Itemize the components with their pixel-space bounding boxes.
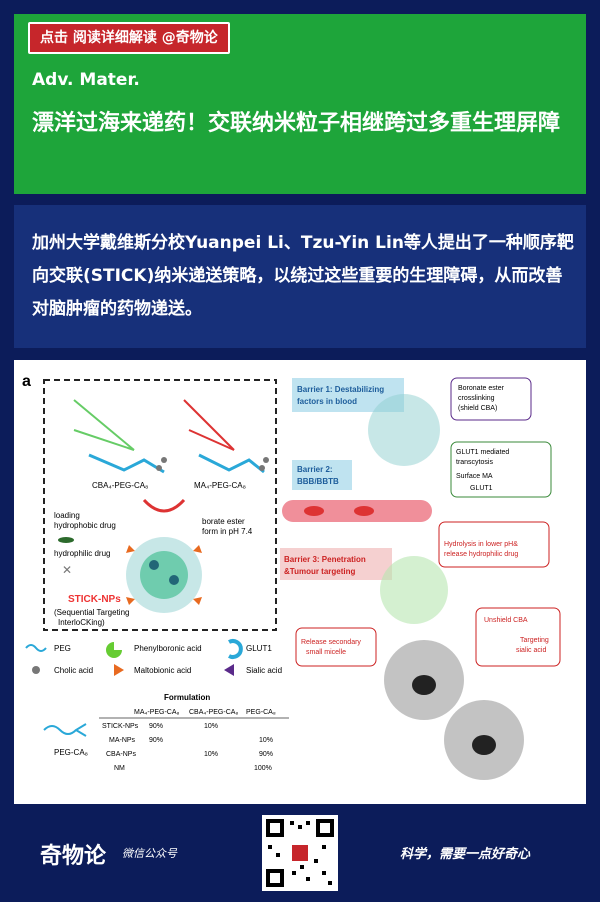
hydrophilic-label: hydrophilic drug xyxy=(54,549,110,558)
form-row-2-peg: 90% xyxy=(259,751,273,758)
hydro-b: release hydrophilic drug xyxy=(444,551,518,558)
phenylboronic-icon xyxy=(106,642,122,658)
reaction-arrow xyxy=(142,498,186,513)
release-a: Release secondary xyxy=(301,639,361,646)
glut1-label: GLUT1 xyxy=(470,485,493,492)
barrier2-b: BBB/BBTB xyxy=(297,477,339,486)
barrier3-a: Barrier 3: Penetration xyxy=(284,555,366,564)
barrier3-box xyxy=(280,548,392,580)
form-row-0-name: STICK-NPs xyxy=(102,723,139,730)
unshield-box xyxy=(475,607,561,667)
footer-sub: 微信公众号 xyxy=(122,847,177,860)
form-row-1-name: MA-NPs xyxy=(109,737,136,744)
barrier1-a: Barrier 1: Destabilizing xyxy=(297,385,384,394)
ma-peg-label: MA₄-PEG-CA₈ xyxy=(194,481,246,490)
barrier2-a: Barrier 2: xyxy=(297,465,333,474)
legend-glut: GLUT1 xyxy=(246,644,272,653)
hydrophobic-drug-icon xyxy=(58,537,74,543)
article-title: 漂洋过海来递药！交联纳米粒子相继跨过多重生理屏障 xyxy=(32,111,561,136)
form-row-2-cba: 10% xyxy=(204,751,218,758)
form-row-0-ma: 90% xyxy=(149,723,163,730)
abstract-box: 加州大学戴维斯分校Yuanpei Li、Tzu-Yin Lin等人提出了一种顺序… xyxy=(14,205,586,348)
stick-full-a: (Sequential Targeting xyxy=(54,608,129,617)
form-row-0-cba: 10% xyxy=(204,723,218,730)
np-tissue-icon xyxy=(380,556,448,624)
hydrophilic-drug-icon: ✕ xyxy=(62,563,72,577)
legend-cholic: Cholic acid xyxy=(54,666,93,675)
peg-ca-label: PEG-CA₈ xyxy=(54,748,88,757)
legend-phenyl: Phenylboronic acid xyxy=(134,644,202,653)
borate-label-1: borate ester xyxy=(202,517,245,526)
barrier1-b: factors in blood xyxy=(297,397,357,406)
barrier3-b: &Tumour targeting xyxy=(284,567,356,576)
form-header-ma: MA₄-PEG-CA₈ xyxy=(134,709,180,716)
unshield-label: Unshield CBA xyxy=(484,617,528,624)
abstract-text: 加州大学戴维斯分校Yuanpei Li、Tzu-Yin Lin等人提出了一种顺序… xyxy=(32,233,574,319)
form-header-cba: CBA₄-PEG-CA₈ xyxy=(189,709,238,716)
stick-nanoparticle-icon xyxy=(126,537,202,613)
journal-name: Adv. Mater. xyxy=(32,70,140,90)
boronate-2: crosslinking xyxy=(458,395,495,402)
np-blood-icon xyxy=(368,394,440,466)
glut-box xyxy=(450,441,552,498)
form-header-peg: PEG-CA₈ xyxy=(246,709,276,716)
release-b: small micelle xyxy=(306,649,346,656)
release-box xyxy=(295,627,377,667)
synthesis-box xyxy=(43,379,277,631)
form-row-1-ma: 90% xyxy=(149,737,163,744)
form-row-3-peg: 100% xyxy=(254,765,272,772)
glut-b: transcytosis xyxy=(456,459,493,466)
maltobionic-icon xyxy=(114,664,124,676)
targeting-a: Targeting xyxy=(520,637,549,644)
targeting-b: sialic acid xyxy=(516,647,546,654)
footer-bar: 奇物论 微信公众号 科学，需要一点好奇心 xyxy=(0,805,600,902)
sialic-icon xyxy=(224,664,234,676)
footer-slogan: 科学，需要一点好奇心 xyxy=(400,847,531,862)
peg-ca-icon xyxy=(43,723,87,737)
form-row-3-name: NM xyxy=(114,765,125,772)
stick-nps-label: STICK-NPs xyxy=(68,594,121,605)
panel-label: a xyxy=(22,373,31,390)
form-row-2-name: CBA-NPs xyxy=(106,751,136,758)
barrier2-box xyxy=(292,460,352,490)
figure-illustration: a CBA₄-PEG-CA₈ MA₄-PEG-CA₈ loading hydro… xyxy=(22,373,561,780)
cholic-acid-icon xyxy=(32,666,40,674)
read-more-tag[interactable]: 点击 阅读详细解读 @奇物论 xyxy=(28,22,230,54)
cba-peg-label: CBA₄-PEG-CA₈ xyxy=(92,481,148,490)
stick-full-b: InterloCKing) xyxy=(58,618,105,627)
peg-icon xyxy=(25,644,47,652)
hydrophobic-label: hydrophobic drug xyxy=(54,521,116,530)
glut1-icon xyxy=(228,639,243,659)
cba-polymer-icon xyxy=(73,399,167,474)
form-row-1-peg: 10% xyxy=(259,737,273,744)
loading-label: loading xyxy=(54,511,80,520)
ma-polymer-icon xyxy=(183,399,269,474)
surface-ma: Surface MA xyxy=(456,473,493,480)
borate-label-2: form in pH 7.4 xyxy=(202,527,253,536)
legend-sialic: Sialic acid xyxy=(246,666,282,675)
boronate-1: Boronate ester xyxy=(458,385,505,392)
boronate-3: (shield CBA) xyxy=(458,405,497,412)
header-banner: 点击 阅读详细解读 @奇物论 Adv. Mater. 漂洋过海来递药！交联纳米粒… xyxy=(14,14,586,194)
footer-brand: 奇物论 xyxy=(40,843,107,869)
figure-panel: a CBA₄-PEG-CA₈ MA₄-PEG-CA₈ loading hydro… xyxy=(14,360,586,804)
hydrolysis-box xyxy=(438,521,550,568)
formulation-title: Formulation xyxy=(164,693,210,702)
legend-malto: Maltobionic acid xyxy=(134,666,191,675)
hydro-a: Hydrolysis in lower pH& xyxy=(444,541,518,548)
boronate-box xyxy=(450,377,532,421)
legend-peg: PEG xyxy=(54,644,71,653)
glut-a: GLUT1 mediated xyxy=(456,449,509,456)
qr-code-icon[interactable] xyxy=(262,815,338,891)
